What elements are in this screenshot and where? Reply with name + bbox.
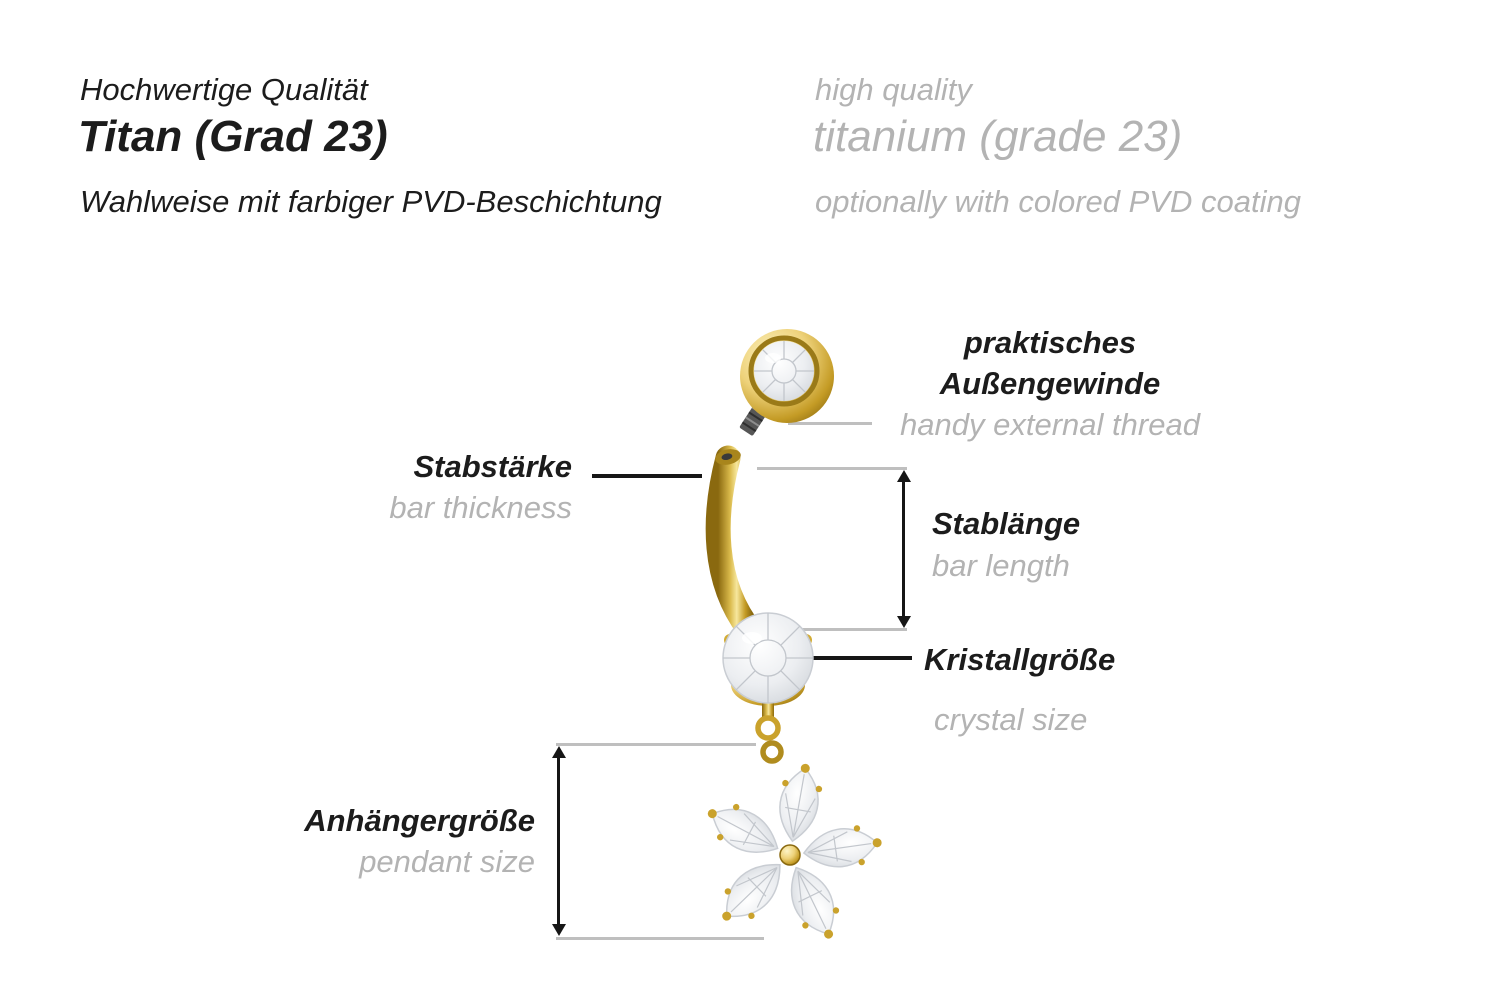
flower-petal xyxy=(722,863,781,921)
external-thread-pointer-line xyxy=(788,422,872,425)
pendant-size-top-line xyxy=(556,743,756,746)
flower-petal xyxy=(790,866,840,939)
header-en-material: titanium (grade 23) xyxy=(813,112,1183,161)
flower-center xyxy=(779,844,801,866)
bar-thickness-label-en: bar thickness xyxy=(389,490,572,525)
flower-pendant xyxy=(707,763,882,939)
external-thread-label-de-line2: Außengewinde xyxy=(939,366,1161,401)
curved-bar xyxy=(705,445,765,646)
jewelry-illustration xyxy=(705,329,882,939)
bar-length-label-en: bar length xyxy=(932,548,1070,583)
crystal-size-label-en: crystal size xyxy=(934,702,1088,737)
bar-length-bottom-line xyxy=(787,628,907,631)
ball-closure-top xyxy=(740,329,834,423)
crystal-size-label-de: Kristallgröße xyxy=(924,642,1116,677)
header-de-coating: Wahlweise mit farbiger PVD-Beschichtung xyxy=(80,184,662,219)
main-crystal xyxy=(722,612,814,704)
bar-thickness-label-de: Stabstärke xyxy=(413,449,572,484)
crystal-size-pointer-line xyxy=(812,656,912,660)
flower-petal xyxy=(802,825,882,868)
annotation-bar-thickness: Stabstärke bar thickness xyxy=(280,446,572,528)
external-thread-label-en: handy external thread xyxy=(900,407,1200,442)
flower-petal xyxy=(707,803,779,853)
pendant-size-bottom-line xyxy=(556,937,764,940)
header-de-quality: Hochwertige Qualität xyxy=(80,72,368,107)
annotation-external-thread: praktisches Außengewinde handy external … xyxy=(885,322,1215,445)
header-en-coating: optionally with colored PVD coating xyxy=(815,184,1301,219)
flower-petal xyxy=(779,763,823,843)
external-thread-label-de-line1: praktisches xyxy=(963,325,1137,360)
bar-length-top-line xyxy=(757,467,907,470)
pendant-size-label-en: pendant size xyxy=(359,844,535,879)
bar-top-end xyxy=(715,449,741,465)
bar-length-arrow xyxy=(902,480,905,618)
pendant-size-arrow xyxy=(557,756,560,926)
main-crystal-facets xyxy=(723,613,813,703)
pendant-size-label-de: Anhängergröße xyxy=(304,803,535,838)
annotation-pendant-size: Anhängergröße pendant size xyxy=(240,800,535,882)
bar-thickness-pointer-line xyxy=(592,474,702,478)
bar-length-label-de: Stablänge xyxy=(932,506,1081,541)
header-de-material: Titan (Grad 23) xyxy=(78,112,388,161)
header-en-quality: high quality xyxy=(815,72,972,107)
pendant-link xyxy=(755,715,784,764)
